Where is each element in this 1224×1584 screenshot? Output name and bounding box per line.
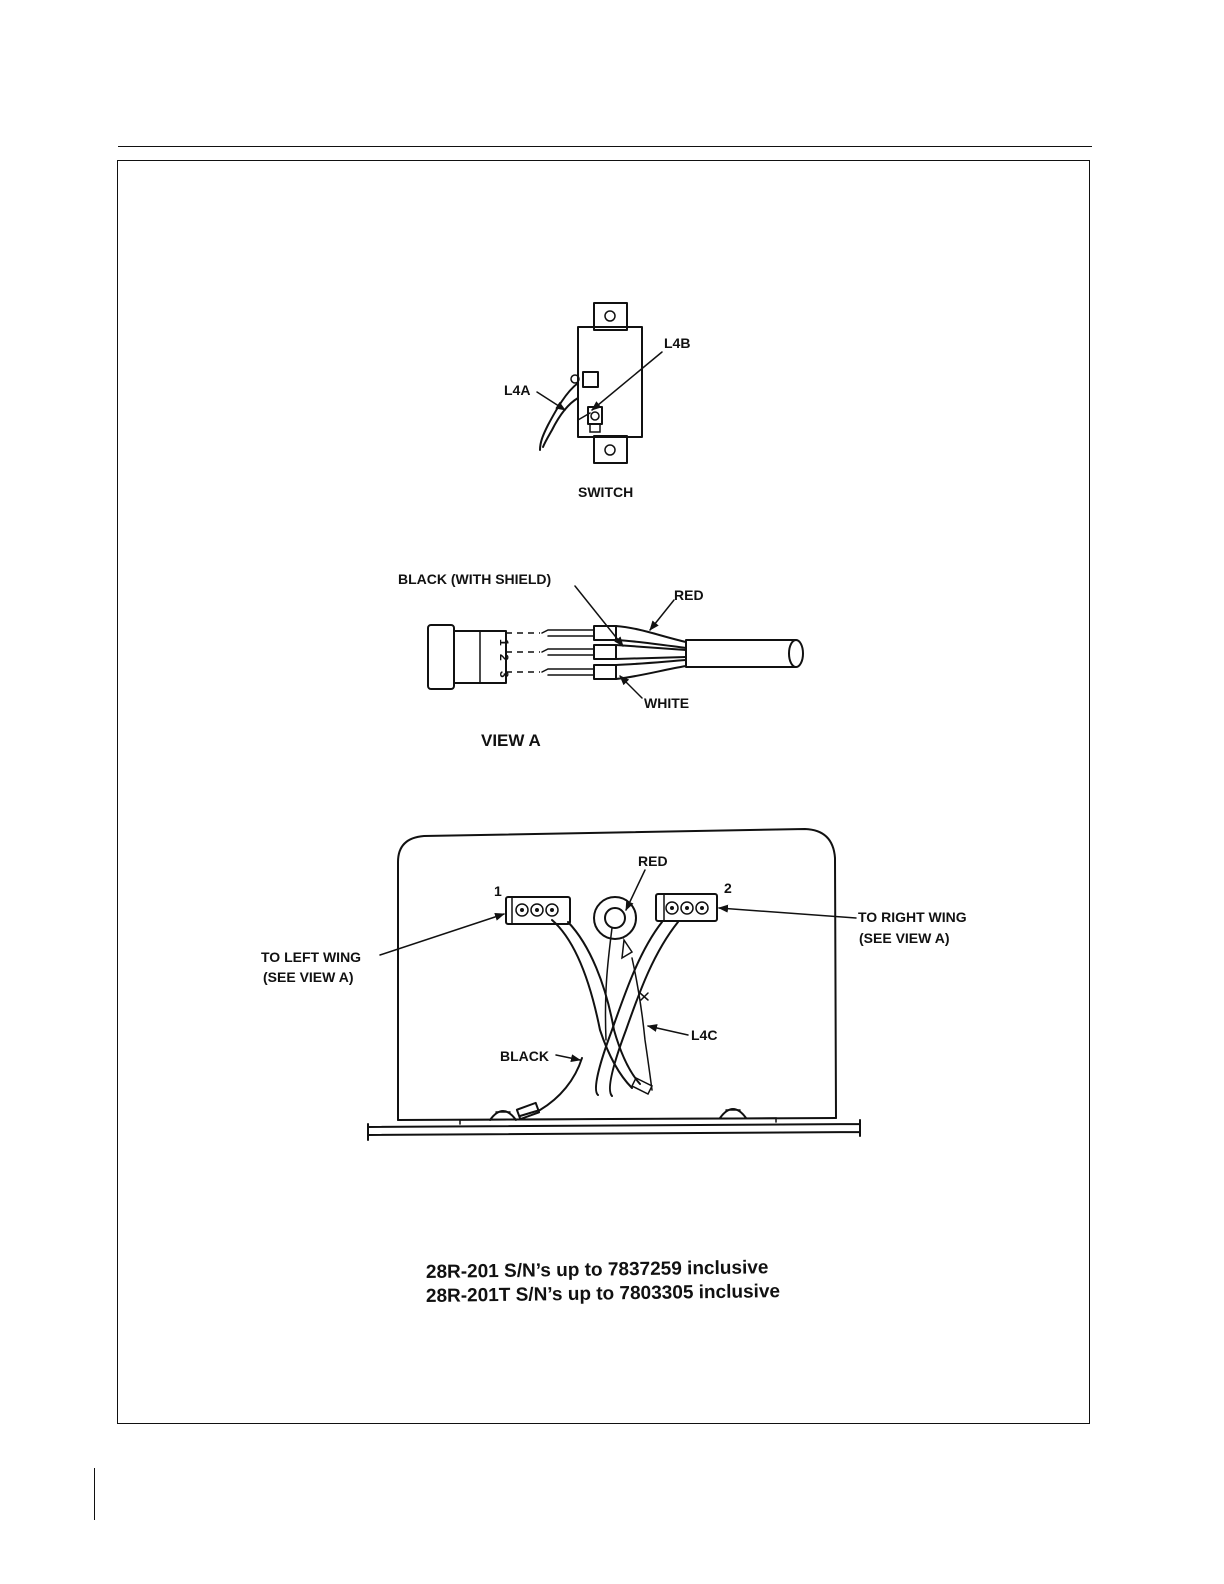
label-l4b: L4B (664, 335, 690, 351)
switch-top-tab (594, 303, 627, 330)
pin-3 (542, 669, 594, 675)
switch-terminal-screw (591, 412, 599, 420)
cable-left-a (552, 920, 632, 1088)
view-a-caption: VIEW A (481, 731, 541, 750)
grommet-hole (605, 908, 625, 928)
red-terminal (622, 940, 632, 958)
wire-white (616, 660, 686, 679)
black-panel-leader (556, 1055, 580, 1060)
l4c-leader (648, 1026, 688, 1035)
switch-top-hole (605, 311, 615, 321)
label-red-panel: RED (638, 853, 668, 869)
label-to-left-wing: TO LEFT WING (261, 949, 361, 965)
pin-1-label: 1 (497, 639, 511, 646)
black-leader (575, 586, 623, 646)
wire-black-panel (520, 1058, 582, 1116)
pin-2 (542, 649, 594, 655)
connector-1-label: 1 (494, 883, 502, 899)
switch-bottom-hole (605, 445, 615, 455)
l4b-leader (592, 352, 662, 410)
switch-bottom-tab (594, 436, 627, 463)
label-right-see-view-a: (SEE VIEW A) (859, 930, 950, 946)
l4a-leader (537, 392, 565, 410)
wire-red-panel (605, 928, 612, 1040)
label-left-see-view-a: (SEE VIEW A) (263, 969, 354, 985)
pin-2-label: 2 (497, 654, 511, 661)
connector-flange (428, 625, 454, 689)
label-to-right-wing: TO RIGHT WING (858, 909, 967, 925)
sleeve-white (594, 665, 616, 679)
l4c-splice (640, 993, 648, 1000)
switch-terminal-lug (590, 424, 600, 432)
l4c-terminal (632, 1078, 652, 1094)
label-white: WHITE (644, 695, 689, 711)
label-l4c: L4C (691, 1027, 717, 1043)
switch-diagram: L4A L4B SWITCH (504, 303, 690, 500)
applicability-line-1: 28R-201 S/N’s up to 7837259 inclusive (426, 1257, 769, 1283)
panel-diagram: 1 2 RED TO LEFT WING (SE (261, 829, 967, 1140)
sleeve-black (594, 645, 616, 659)
base-rail (368, 1120, 860, 1140)
white-leader (620, 676, 642, 698)
connector-2-label: 2 (724, 880, 732, 896)
view-a-diagram: 1 2 3 BLACK (WITH SHIELD) RED WHITE VIEW… (398, 571, 803, 750)
label-l4a: L4A (504, 382, 530, 398)
panel-outline (398, 829, 836, 1120)
red-leader (650, 600, 674, 630)
cable-jacket (686, 640, 796, 667)
switch-terminal-lower (588, 407, 602, 424)
switch-terminal-upper (583, 372, 598, 387)
switch-caption: SWITCH (578, 484, 633, 500)
red-panel-leader (626, 870, 645, 910)
label-red: RED (674, 587, 704, 603)
wire-l4c (632, 958, 652, 1090)
pin-1 (542, 630, 594, 636)
label-black-with-shield: BLACK (WITH SHIELD) (398, 571, 551, 587)
cable-end (789, 640, 803, 667)
label-black-panel: BLACK (500, 1048, 549, 1064)
applicability-line-2: 28R-201T S/N’s up to 7803305 inclusive (426, 1281, 780, 1307)
